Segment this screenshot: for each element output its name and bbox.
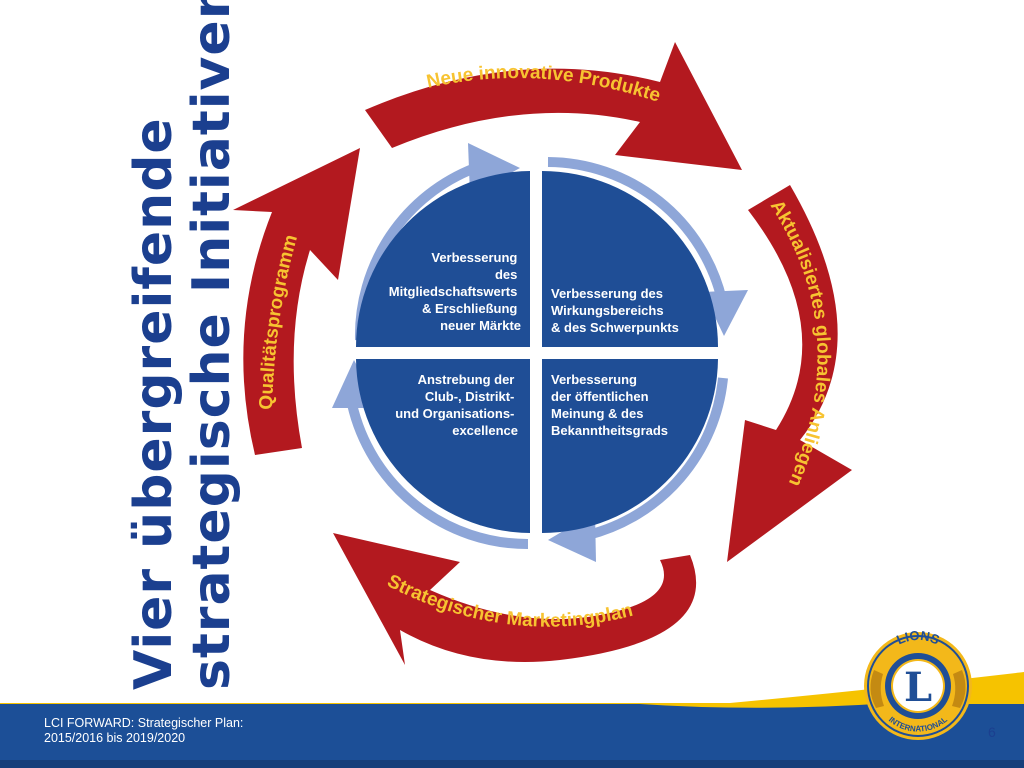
quadrant-top-left <box>356 171 530 347</box>
footer-line-1: LCI FORWARD: Strategischer Plan: <box>44 716 244 730</box>
quadrant-bottom-right <box>542 359 718 533</box>
footer-line-2: 2015/2016 bis 2019/2020 <box>44 731 186 745</box>
quadrant-text-top-left: Verbesserung des Mitgliedschaftswerts & … <box>389 250 521 333</box>
outer-arrow-bottom <box>333 533 697 665</box>
quadrant-top-right <box>542 171 718 347</box>
quadrant-text-top-right: Verbesserung des Wirkungsbereichs & des … <box>551 286 679 335</box>
logo-lion-right-icon <box>952 670 966 708</box>
inner-cycle-arrows <box>347 157 728 550</box>
page-number: 6 <box>988 724 996 740</box>
outer-arrow-top <box>365 42 742 170</box>
inner-arrowhead-right <box>703 290 748 336</box>
footer-blue-band <box>0 704 1024 768</box>
quadrant-text-bottom-left: Anstrebung der Club-, Distrikt- und Orga… <box>395 372 518 438</box>
quadrant-circle <box>356 171 718 533</box>
inner-arrowheads <box>332 143 748 562</box>
outer-cycle-arrows <box>233 42 852 665</box>
logo-letter: L <box>904 664 932 711</box>
outer-arrow-right <box>727 185 852 562</box>
inner-arc-bottom-left <box>347 402 529 550</box>
logo-lion-left-icon <box>870 670 884 708</box>
logo-top-text: LIONS <box>894 628 942 648</box>
footer-band <box>0 672 1024 768</box>
footer-text: LCI FORWARD: Strategischer Plan: 2015/20… <box>44 716 243 746</box>
inner-arc-bottom-right <box>586 377 728 540</box>
outer-arrow-left <box>233 148 360 455</box>
quadrant-bottom-left <box>356 359 530 533</box>
lions-international-logo: L LIONS INTERNATIONAL <box>864 628 972 740</box>
inner-arc-top-right <box>547 157 727 302</box>
quadrant-text-bottom-right: Verbesserung der öffentlichen Meinung & … <box>551 372 668 438</box>
